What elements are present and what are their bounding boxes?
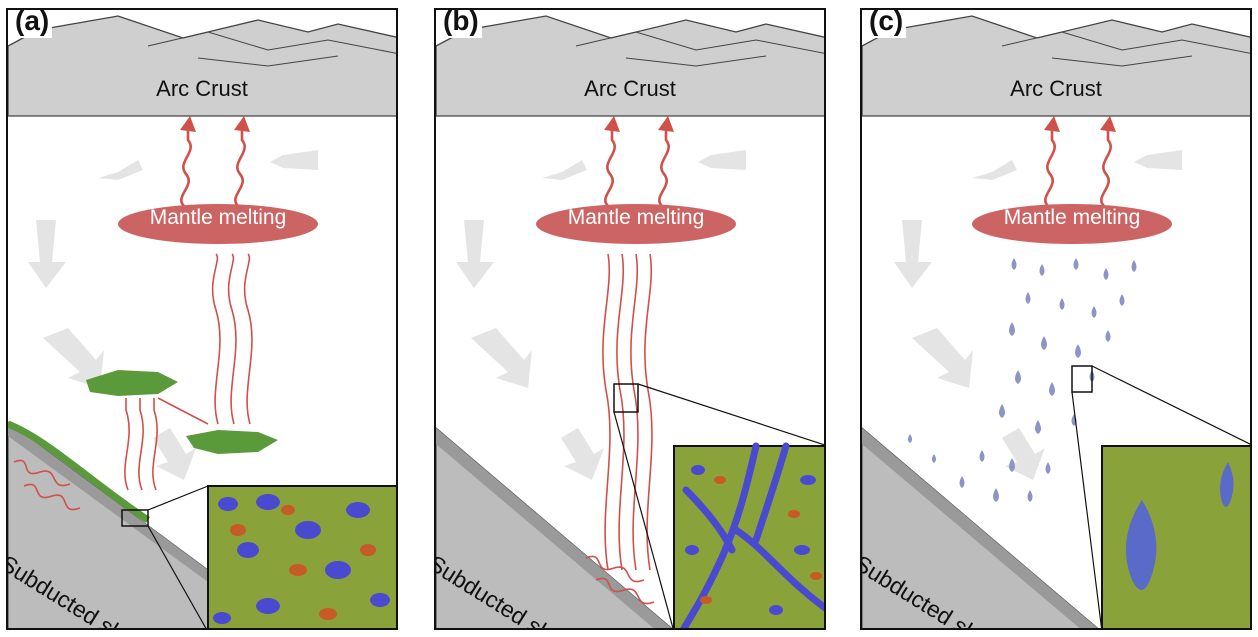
mantle-melting-label: Mantle melting [1003, 206, 1141, 229]
panel-label: (c) [866, 10, 907, 38]
mantle-melting-ellipse [118, 204, 318, 244]
heat-lines [602, 253, 653, 571]
mantle-flow-arrows [456, 150, 746, 480]
arc-crust-label: Arc Crust [584, 76, 676, 101]
panel-b-drawing [436, 15, 824, 628]
arc-crust [436, 15, 824, 117]
panel-a-drawing [8, 15, 396, 628]
mantle-melting-ellipse [972, 204, 1172, 244]
heat-arrows-up [180, 124, 246, 207]
mafic-body [186, 430, 278, 454]
mantle-flow-arrows [28, 150, 318, 480]
mantle-melting-ellipse [536, 204, 736, 244]
heat-arrows-up [1044, 124, 1112, 207]
mafic-body [86, 370, 178, 396]
arc-crust [862, 15, 1250, 117]
panel-c-drawing [862, 15, 1250, 628]
panel-b: (b) Arc Crust Mantle melting Subducted s… [434, 8, 826, 630]
heat-arrows-up [604, 124, 670, 207]
arc-crust [8, 15, 396, 117]
panel-a: (a) Arc Crust Mantle melting Subducted s… [6, 8, 398, 630]
heat-lines [124, 253, 253, 491]
inset-marker [121, 509, 149, 527]
texture-inset [1101, 445, 1250, 628]
texture-inset [673, 442, 824, 628]
inset-marker [613, 383, 639, 413]
arc-crust-label: Arc Crust [1010, 76, 1102, 101]
panel-label: (a) [12, 10, 53, 38]
arc-crust-label: Arc Crust [156, 76, 248, 101]
panel-c: (c) Arc Crust Mantle melting Subducted s… [860, 8, 1252, 630]
panel-label: (b) [440, 10, 482, 38]
mantle-melting-label: Mantle melting [149, 206, 287, 229]
inset-marker [1071, 365, 1093, 393]
texture-inset [207, 485, 396, 628]
mantle-melting-label: Mantle melting [567, 206, 705, 229]
